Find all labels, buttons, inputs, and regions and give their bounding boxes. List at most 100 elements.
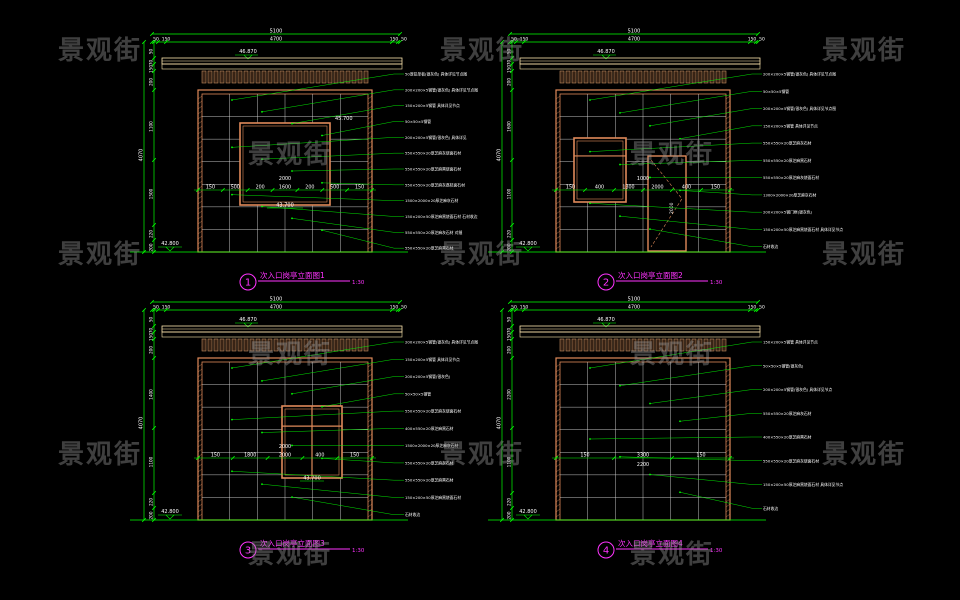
wall-hatch — [197, 110, 203, 115]
wall-hatch — [367, 200, 373, 205]
note-leader — [321, 458, 395, 464]
material-note: 200×200×5钢管(银灰色) 具体详见节点图 — [405, 87, 478, 92]
leader-dot — [261, 110, 263, 113]
elevation-triangle — [601, 54, 611, 60]
dimension-tick — [509, 355, 515, 361]
roof-slat — [315, 338, 321, 352]
leader-dot — [619, 163, 621, 166]
roof-slat — [703, 338, 709, 352]
dimension-tick — [151, 355, 157, 361]
wall-hatch — [725, 205, 731, 210]
title-text: 次入口岗亭立面图2 — [618, 270, 683, 280]
ground-elevation-triangle — [523, 514, 533, 520]
note-leader — [231, 137, 395, 148]
dimension-tick — [151, 505, 157, 511]
wall-hatch — [725, 438, 731, 443]
wall-hatch — [367, 245, 373, 250]
wall-hatch — [725, 245, 731, 250]
wall-hatch — [555, 220, 561, 225]
dimension-tick — [151, 157, 157, 163]
wall-hatch — [725, 393, 731, 398]
leader-dot — [649, 124, 651, 127]
height-dimension: 200 — [507, 78, 512, 86]
note-leader — [261, 89, 395, 113]
dimension-tick — [270, 187, 275, 193]
roof-slat — [559, 70, 565, 84]
leader-dot — [619, 455, 621, 458]
wall-hatch — [367, 115, 373, 120]
wall-hatch — [555, 185, 561, 190]
wall-hatch — [725, 145, 731, 150]
material-note: 200×200×5钢门框(银灰色) — [763, 210, 813, 215]
row-dimension: 2000 — [651, 185, 663, 191]
row-dimension: 200 — [305, 185, 314, 191]
wall-hatch — [555, 503, 561, 508]
roof-slats — [201, 70, 369, 84]
title-text: 次入口岗亭立面图4 — [618, 538, 683, 548]
dimension-right2: 50 — [759, 305, 765, 311]
wall-hatch — [555, 165, 561, 170]
note-leader — [291, 376, 395, 395]
note-leader — [261, 206, 395, 217]
material-note: 1500×2000×20厚芝麻灰石材 — [405, 198, 459, 203]
roof-slat — [691, 70, 697, 84]
roof-slat — [225, 70, 231, 84]
roof-slat — [273, 338, 279, 352]
wall-hatch — [197, 383, 203, 388]
note-leader — [649, 474, 753, 485]
wall-hatch — [367, 150, 373, 155]
wall-hatch — [197, 105, 203, 110]
wall-hatch — [197, 453, 203, 458]
roof-slat — [565, 338, 571, 352]
leader-dot — [291, 122, 293, 125]
wall-hatch — [197, 378, 203, 383]
roof-slat — [207, 70, 213, 84]
title-scale: 1:30 — [710, 548, 723, 554]
material-note: 150×200×50厚芝麻黑烧面石材 具体详见节点 — [763, 227, 843, 232]
dimension-tick — [669, 455, 675, 461]
wall-hatch — [367, 503, 373, 508]
wall-hatch — [725, 403, 731, 408]
roof-slat — [661, 338, 667, 352]
dimension-tick — [151, 55, 157, 61]
wall-hatch — [197, 245, 203, 250]
material-note: 200×200×5钢管(银灰色) 具体详见节点图 — [763, 106, 836, 111]
dimension-tick — [727, 455, 733, 461]
title-number-circle — [597, 541, 615, 559]
wall-hatch — [555, 170, 561, 175]
leader-dot — [231, 470, 233, 473]
material-note: 200×200×5钢管(银灰色) 具体详见节点图 — [763, 72, 836, 77]
top-elevation: 46.870 — [239, 317, 257, 323]
wall-hatch — [197, 180, 203, 185]
dimension-tick — [395, 39, 401, 45]
dimension-tick — [151, 425, 157, 431]
roof-slat — [715, 70, 721, 84]
wall-hatch — [197, 160, 203, 165]
height-dimension: 50 — [507, 49, 512, 55]
wall-hatch — [197, 175, 203, 180]
dimension-tick — [265, 455, 270, 461]
dimension-tick — [747, 39, 753, 45]
roof-slat — [285, 70, 291, 84]
roof-slat — [273, 70, 279, 84]
roof-slat — [279, 338, 285, 352]
dimension-tick — [141, 39, 147, 45]
row-dimension: 150 — [355, 185, 364, 191]
note-leader — [589, 203, 753, 213]
note-leader — [261, 152, 395, 160]
height-dimension: 1100 — [507, 188, 512, 199]
wall-hatch — [367, 418, 373, 423]
height-dimension: 220 — [149, 498, 154, 506]
note-leader — [649, 108, 753, 127]
wall-hatch — [197, 458, 203, 463]
wall-hatch — [725, 468, 731, 473]
material-notes: 200×200×5钢管(银灰色) 具体详见节点图50×50×5钢管200×200… — [589, 72, 843, 249]
height-dimension: 200 — [507, 511, 512, 519]
wall-hatch — [367, 155, 373, 160]
wall-hatch — [367, 438, 373, 443]
leader-dot — [321, 405, 323, 408]
dimension-tick — [509, 329, 515, 335]
leader-dot — [589, 367, 591, 369]
